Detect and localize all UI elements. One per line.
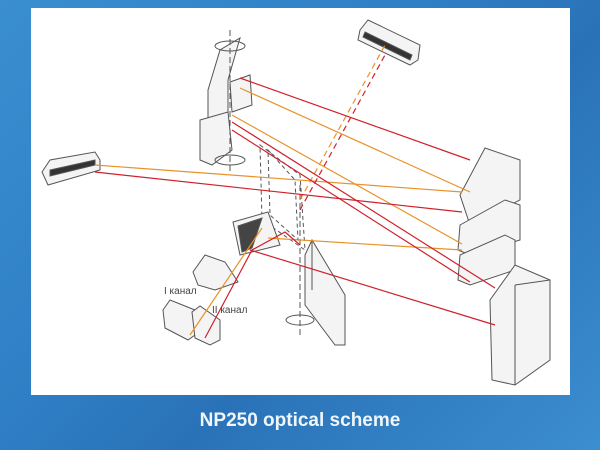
prism bbox=[192, 254, 239, 291]
detector-left bbox=[41, 151, 101, 186]
rays-red bbox=[94, 54, 496, 339]
label-channel-1: I канал bbox=[164, 286, 197, 297]
long-mirror-lower bbox=[304, 238, 346, 346]
channel-detectors bbox=[162, 299, 221, 346]
diagram-panel: I канал II канал bbox=[31, 8, 570, 395]
optical-scheme-diagram: I канал II канал bbox=[41, 19, 551, 386]
slide-caption: NP250 optical scheme bbox=[199, 410, 401, 431]
rotation-arrow-icon bbox=[285, 314, 315, 326]
mirror-block-right bbox=[457, 147, 521, 286]
rotating-mirror-top bbox=[199, 36, 253, 166]
rays-orange bbox=[94, 44, 471, 336]
flat-mirror-center bbox=[232, 211, 281, 256]
label-channel-2: II канал bbox=[212, 305, 248, 316]
detector-top-right bbox=[357, 19, 421, 66]
mirror-block-lower-right bbox=[489, 264, 551, 386]
